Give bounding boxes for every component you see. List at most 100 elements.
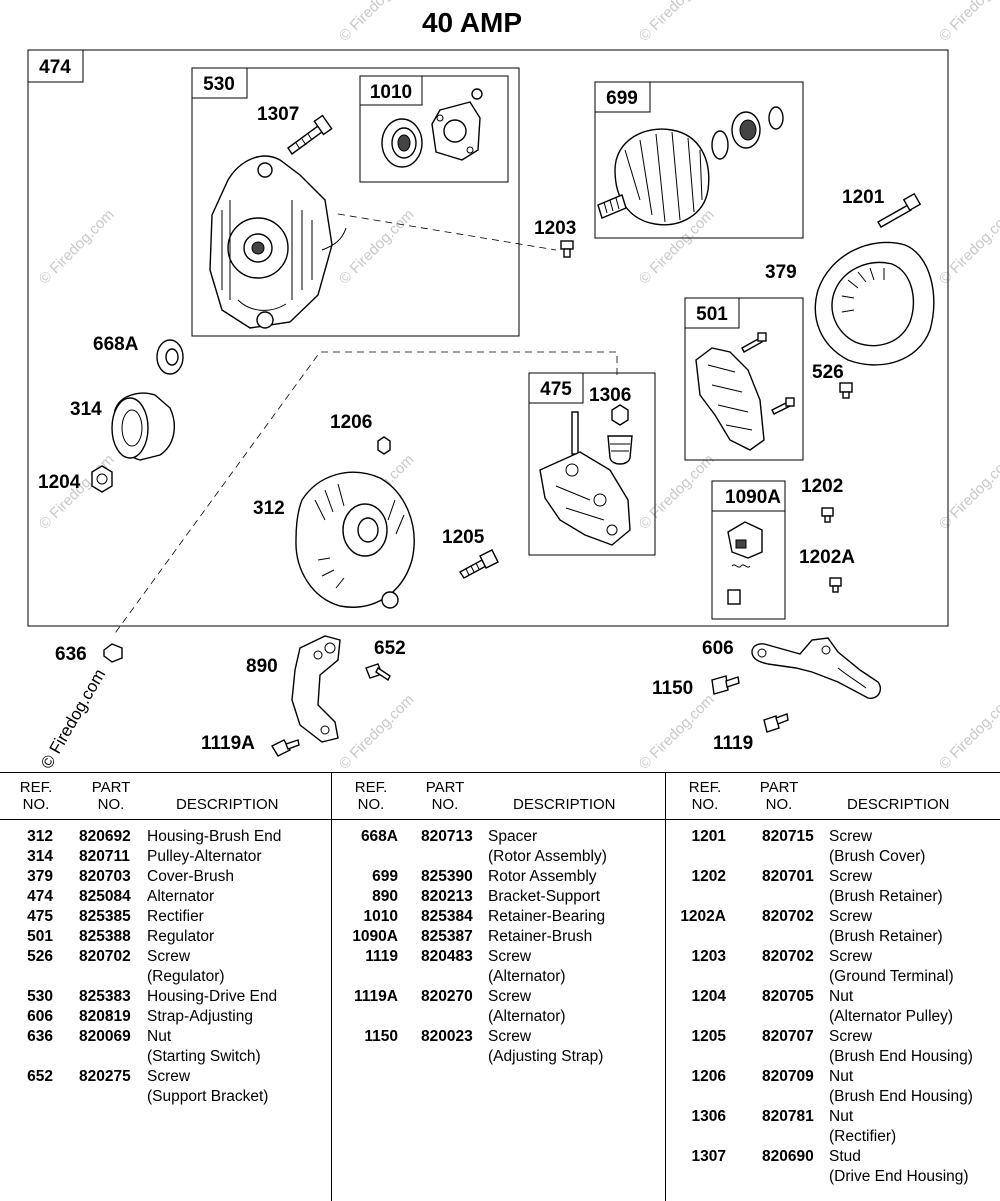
part-number: 820702	[762, 948, 814, 965]
box-label-475: 475	[540, 379, 572, 400]
box-label-530: 530	[203, 74, 235, 95]
callout-652: 652	[374, 638, 406, 659]
drive-end-housing-drawing	[209, 155, 347, 329]
part-header-line1: PART	[759, 779, 799, 796]
ref-header-line2: NO.	[691, 796, 719, 813]
part-description-detail: (Alternator Pulley)	[829, 1008, 954, 1025]
box-label-699: 699	[606, 88, 638, 109]
part-description: Stud	[829, 1148, 861, 1165]
diagram-title: 40 AMP	[422, 7, 522, 38]
part-number: 820709	[762, 1068, 814, 1085]
callout-1150: 1150	[652, 678, 693, 699]
screw-1119-drawing	[763, 713, 789, 733]
callout-1204: 1204	[38, 472, 81, 493]
part-description-detail: (Starting Switch)	[147, 1048, 261, 1065]
watermark-layer: © Firedog.com © Firedog.com © Firedog.co…	[36, 0, 1000, 770]
nut-636-drawing	[103, 643, 123, 663]
part-number: 825084	[79, 888, 131, 905]
callout-314: 314	[70, 399, 102, 420]
part-number: 820711	[79, 848, 130, 865]
watermark: © Firedog.com	[636, 0, 718, 45]
part-description: Retainer-Bearing	[488, 908, 606, 925]
part-description-detail: (Drive End Housing)	[829, 1168, 969, 1185]
part-description: Screw	[488, 1028, 532, 1045]
callout-1205: 1205	[442, 527, 485, 548]
part-description: Screw	[829, 828, 873, 845]
parts-diagram: © Firedog.com © Firedog.com © Firedog.co…	[27, 0, 1000, 770]
part-number: 825388	[79, 928, 131, 945]
watermark: © Firedog.com	[36, 206, 118, 288]
part-number: 820023	[421, 1028, 473, 1045]
part-description: Nut	[829, 988, 854, 1005]
callout-1202: 1202	[801, 476, 843, 497]
nut-1206-drawing	[377, 436, 391, 455]
part-number: 820715	[762, 828, 814, 845]
callout-1119: 1119	[713, 733, 753, 754]
part-description-detail: (Brush Retainer)	[829, 888, 943, 905]
ref-number: 1206	[691, 1068, 726, 1085]
callout-890: 890	[246, 656, 278, 677]
watermark: © Firedog.com	[336, 691, 418, 770]
ref-number: 475	[27, 908, 53, 925]
ref-number: 1204	[691, 988, 726, 1005]
part-number: 820781	[762, 1108, 814, 1125]
part-number: 820819	[79, 1008, 131, 1025]
ref-number: 526	[27, 948, 53, 965]
callout-1201: 1201	[842, 187, 885, 208]
part-description: Screw	[147, 1068, 191, 1085]
part-number: 825385	[79, 908, 131, 925]
screw-652-drawing	[365, 663, 391, 682]
part-description: Nut	[829, 1108, 854, 1125]
watermark: © Firedog.com	[936, 691, 1000, 770]
screw-1203-drawing	[560, 240, 574, 258]
ref-header: REF.NO.	[349, 779, 393, 813]
brush-retainer-drawing	[727, 521, 763, 605]
part-number: 825390	[421, 868, 473, 885]
ref-header: REF.NO.	[683, 779, 727, 813]
description-header: DESCRIPTION	[847, 796, 950, 813]
callout-636: 636	[55, 644, 87, 665]
watermark: © Firedog.com	[336, 206, 418, 288]
screw-1205-drawing	[458, 549, 499, 579]
part-description: Nut	[829, 1068, 854, 1085]
ref-number: 606	[27, 1008, 53, 1025]
part-description-detail: (Alternator)	[488, 1008, 566, 1025]
watermark: © Firedog.com	[936, 451, 1000, 533]
stud-1307-drawing	[287, 114, 333, 155]
ref-number: 1119	[365, 948, 398, 965]
screw-1119A-drawing	[271, 739, 300, 757]
part-description-detail: (Ground Terminal)	[829, 968, 954, 985]
ref-number: 379	[27, 868, 53, 885]
description-header: DESCRIPTION	[513, 796, 616, 813]
support-bracket-drawing	[291, 635, 341, 743]
ref-header-line1: REF.	[354, 779, 388, 796]
watermark: © Firedog.com	[936, 206, 1000, 288]
brush-cover-drawing	[814, 241, 935, 366]
ref-number: 312	[27, 828, 53, 845]
part-description: Rotor Assembly	[488, 868, 597, 885]
part-description: Housing-Brush End	[147, 828, 282, 845]
part-header-line2: NO.	[765, 796, 793, 813]
part-description-detail: (Brush End Housing)	[829, 1048, 973, 1065]
watermark: © Firedog.com	[936, 0, 1000, 45]
